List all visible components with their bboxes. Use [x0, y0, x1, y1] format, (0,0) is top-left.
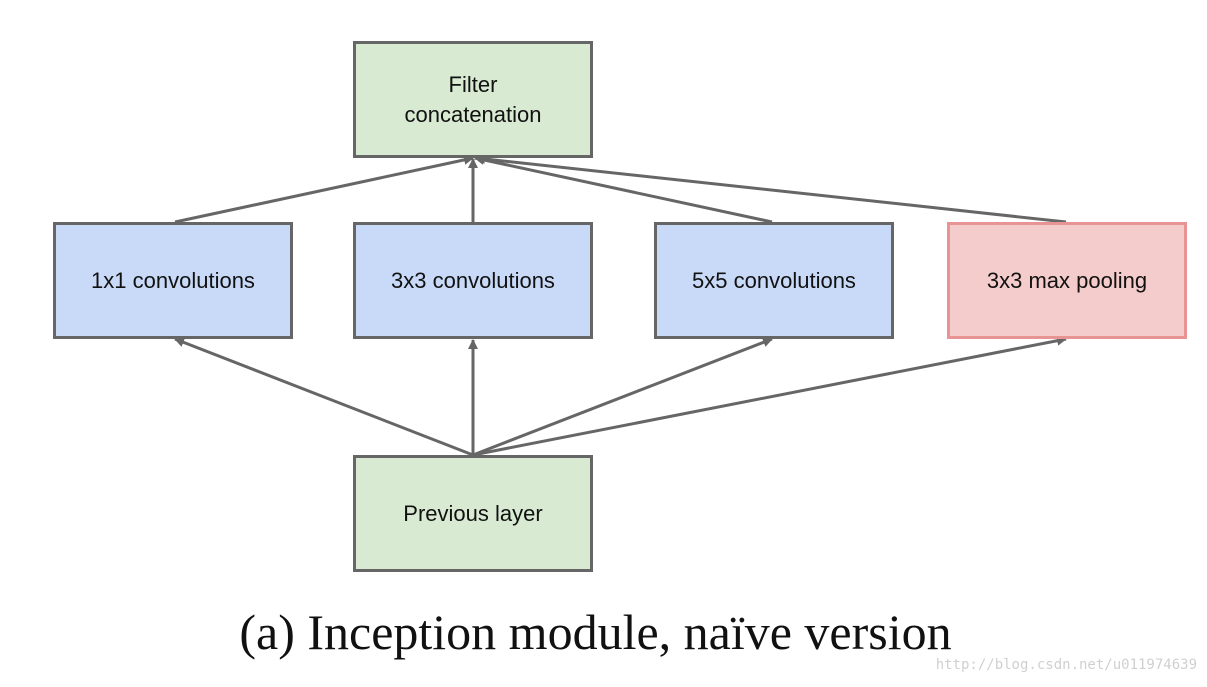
- max-pooling-node: 3x3 max pooling: [947, 222, 1187, 339]
- arrow-prev-to-5x5: [472, 337, 773, 457]
- conv-3x3-label: 3x3 convolutions: [391, 267, 555, 293]
- filter-concatenation-node: Filter concatenation: [353, 41, 593, 158]
- arrow-1x1-to-concat: [174, 155, 474, 224]
- filter-concatenation-label: Filter concatenation: [404, 71, 542, 127]
- conv-5x5-label: 5x5 convolutions: [692, 267, 856, 293]
- conv-3x3-node: 3x3 convolutions: [353, 222, 593, 339]
- arrow-prev-to-pool: [472, 335, 1067, 457]
- previous-layer-node: Previous layer: [353, 455, 593, 572]
- previous-layer-label: Previous layer: [403, 500, 543, 526]
- max-pooling-label: 3x3 max pooling: [986, 267, 1148, 293]
- arrow-5x5-to-concat: [474, 155, 773, 224]
- arrow-pool-to-concat: [475, 153, 1067, 224]
- conv-5x5-node: 5x5 convolutions: [654, 222, 894, 339]
- conv-1x1-node: 1x1 convolutions: [53, 222, 293, 339]
- arrow-prev-to-1x1: [174, 337, 474, 457]
- watermark-url: http://blog.csdn.net/u011974639: [935, 657, 1197, 673]
- conv-1x1-label: 1x1 convolutions: [91, 267, 255, 293]
- figure-caption: (a) Inception module, naïve version: [239, 604, 952, 660]
